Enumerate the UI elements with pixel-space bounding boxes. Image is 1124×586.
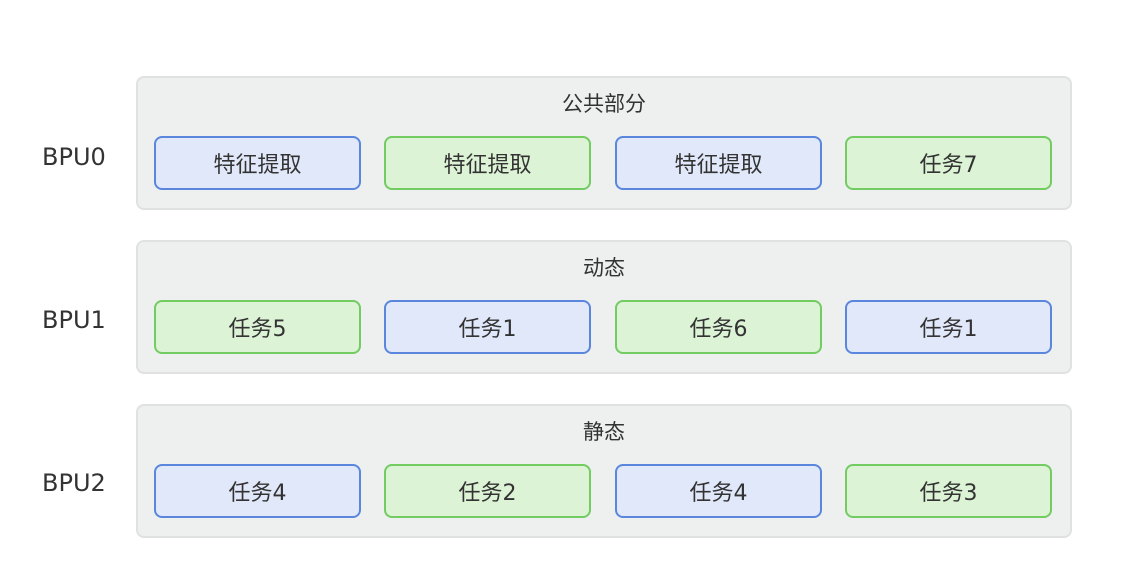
task-box: 任务2 (384, 464, 591, 518)
task-box: 任务3 (845, 464, 1052, 518)
bpu-label: BPU0 (42, 143, 106, 171)
group-box-static: 静态 任务4 任务2 任务4 任务3 (136, 404, 1072, 538)
task-box: 任务6 (615, 300, 822, 354)
group-box-public: 公共部分 特征提取 特征提取 特征提取 任务7 (136, 76, 1072, 210)
task-box: 任务5 (154, 300, 361, 354)
bpu-label: BPU2 (42, 469, 106, 497)
task-box: 特征提取 (154, 136, 361, 190)
bpu-label: BPU1 (42, 306, 106, 334)
task-box: 特征提取 (384, 136, 591, 190)
task-box: 任务1 (384, 300, 591, 354)
group-box-dynamic: 动态 任务5 任务1 任务6 任务1 (136, 240, 1072, 374)
task-box: 任务4 (154, 464, 361, 518)
group-title: 动态 (583, 256, 625, 280)
task-box: 特征提取 (615, 136, 822, 190)
task-box: 任务4 (615, 464, 822, 518)
group-title: 公共部分 (562, 92, 646, 116)
task-box: 任务1 (845, 300, 1052, 354)
group-title: 静态 (583, 420, 625, 444)
task-box: 任务7 (845, 136, 1052, 190)
